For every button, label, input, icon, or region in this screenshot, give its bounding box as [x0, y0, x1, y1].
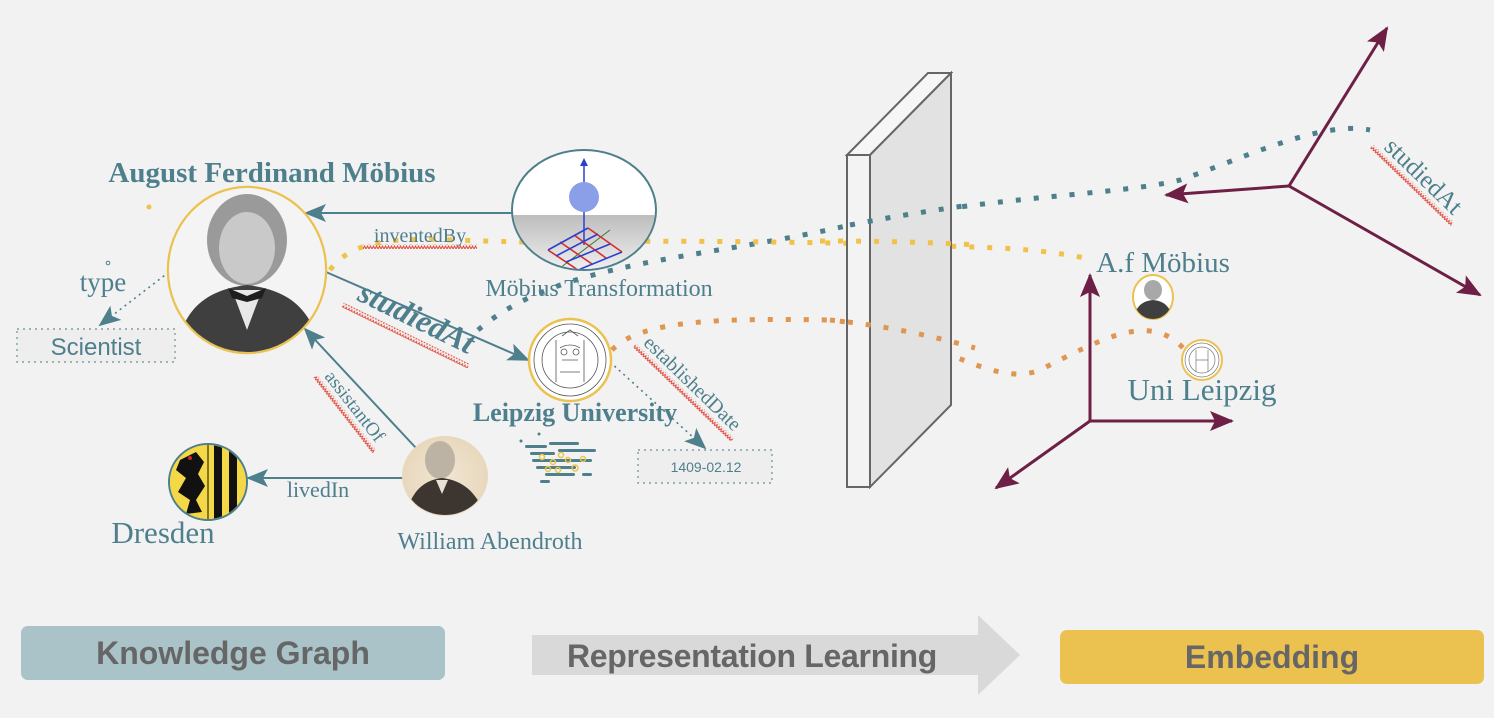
representation-learning-stage: Representation Learning: [532, 636, 972, 676]
spellcheck-underline: [341, 302, 470, 369]
entity-embedding-axes: [994, 273, 1234, 490]
leipzig-seal-icon: [533, 323, 607, 397]
edge-assistantOf: [303, 327, 417, 449]
entity-node-leipzig[interactable]: [527, 317, 613, 403]
entity-node-abendroth[interactable]: [402, 436, 488, 520]
entity-label-mobius: August Ferdinand Möbius: [108, 157, 435, 189]
spellcheck-underline: [363, 244, 477, 249]
entity-node-mobius[interactable]: [165, 185, 330, 360]
spellcheck-underline: [632, 343, 735, 442]
embedding-label-studiedAt: studiedAt: [1379, 133, 1468, 220]
literal-scientist-label: Scientist: [51, 334, 142, 361]
entity-node-transformation[interactable]: [510, 149, 660, 275]
embedding-scatter-icon: [519, 432, 596, 483]
embedding-stage-label: Embedding: [1184, 638, 1360, 675]
leipzig-seal-small-icon: [1184, 342, 1220, 378]
knowledge-graph-stage-label: Knowledge Graph: [96, 634, 370, 671]
portrait-mobius-icon: [169, 188, 325, 352]
literal-date-label: 1409-02.12: [671, 459, 742, 475]
embedding-label-leipzig: Uni Leipzig: [1128, 372, 1277, 407]
portrait-abendroth-icon: [405, 441, 486, 515]
trajectory-orange-dotted: [610, 316, 1187, 377]
entity-label-transformation: Möbius Transformation: [485, 276, 712, 302]
literal-date[interactable]: 1409-02.12: [637, 449, 773, 484]
relation-studiedAt: studiedAt: [341, 273, 482, 369]
representation-learning-stage-label: Representation Learning: [566, 637, 938, 674]
embedded-point-leipzig[interactable]: [1181, 339, 1223, 381]
embedded-point-mobius[interactable]: [1132, 274, 1174, 320]
trajectory-orange-over-slab: [829, 317, 976, 351]
literal-scientist[interactable]: Scientist: [16, 328, 176, 363]
representation-learning-slab: [844, 70, 954, 490]
relation-assistantOf: assistantOf: [313, 367, 389, 454]
edge-studiedAt: [325, 271, 530, 361]
knowledge-graph-stage: Knowledge Graph: [21, 626, 445, 680]
representation-learning-arrow: [532, 615, 1020, 695]
relation-label-livedIn: livedIn: [287, 477, 349, 502]
edge-type: [98, 271, 170, 327]
dot-decoration: [105, 260, 111, 266]
portrait-mobius-small-icon: [1133, 280, 1173, 319]
trajectory-gold-dotted: [328, 236, 1086, 272]
trajectory-teal-over-slab: [849, 202, 971, 228]
spellcheck-underline: [1370, 144, 1455, 226]
embedding-label-mobius: A.f Möbius: [1096, 247, 1230, 279]
relation-embedding-axes: [1164, 26, 1482, 297]
spellcheck-underline: [313, 374, 377, 454]
relation-label-type: type: [80, 267, 127, 297]
entity-label-dresden: Dresden: [111, 515, 215, 550]
dresden-coat-of-arms-icon: [170, 445, 246, 519]
entity-label-abendroth: William Abendroth: [397, 529, 582, 555]
embedding-relation-studiedAt: studiedAt: [1370, 133, 1468, 226]
entity-label-leipzig: Leipzig University: [473, 398, 677, 427]
entity-node-dresden[interactable]: [168, 443, 248, 521]
trajectory-gold-over-slab: [819, 238, 981, 248]
relation-label-inventedBy: inventedBy: [374, 225, 466, 247]
dot-decoration: [146, 204, 152, 210]
relation-inventedBy: inventedBy: [363, 225, 477, 249]
embedding-stage: Embedding: [1060, 630, 1484, 684]
